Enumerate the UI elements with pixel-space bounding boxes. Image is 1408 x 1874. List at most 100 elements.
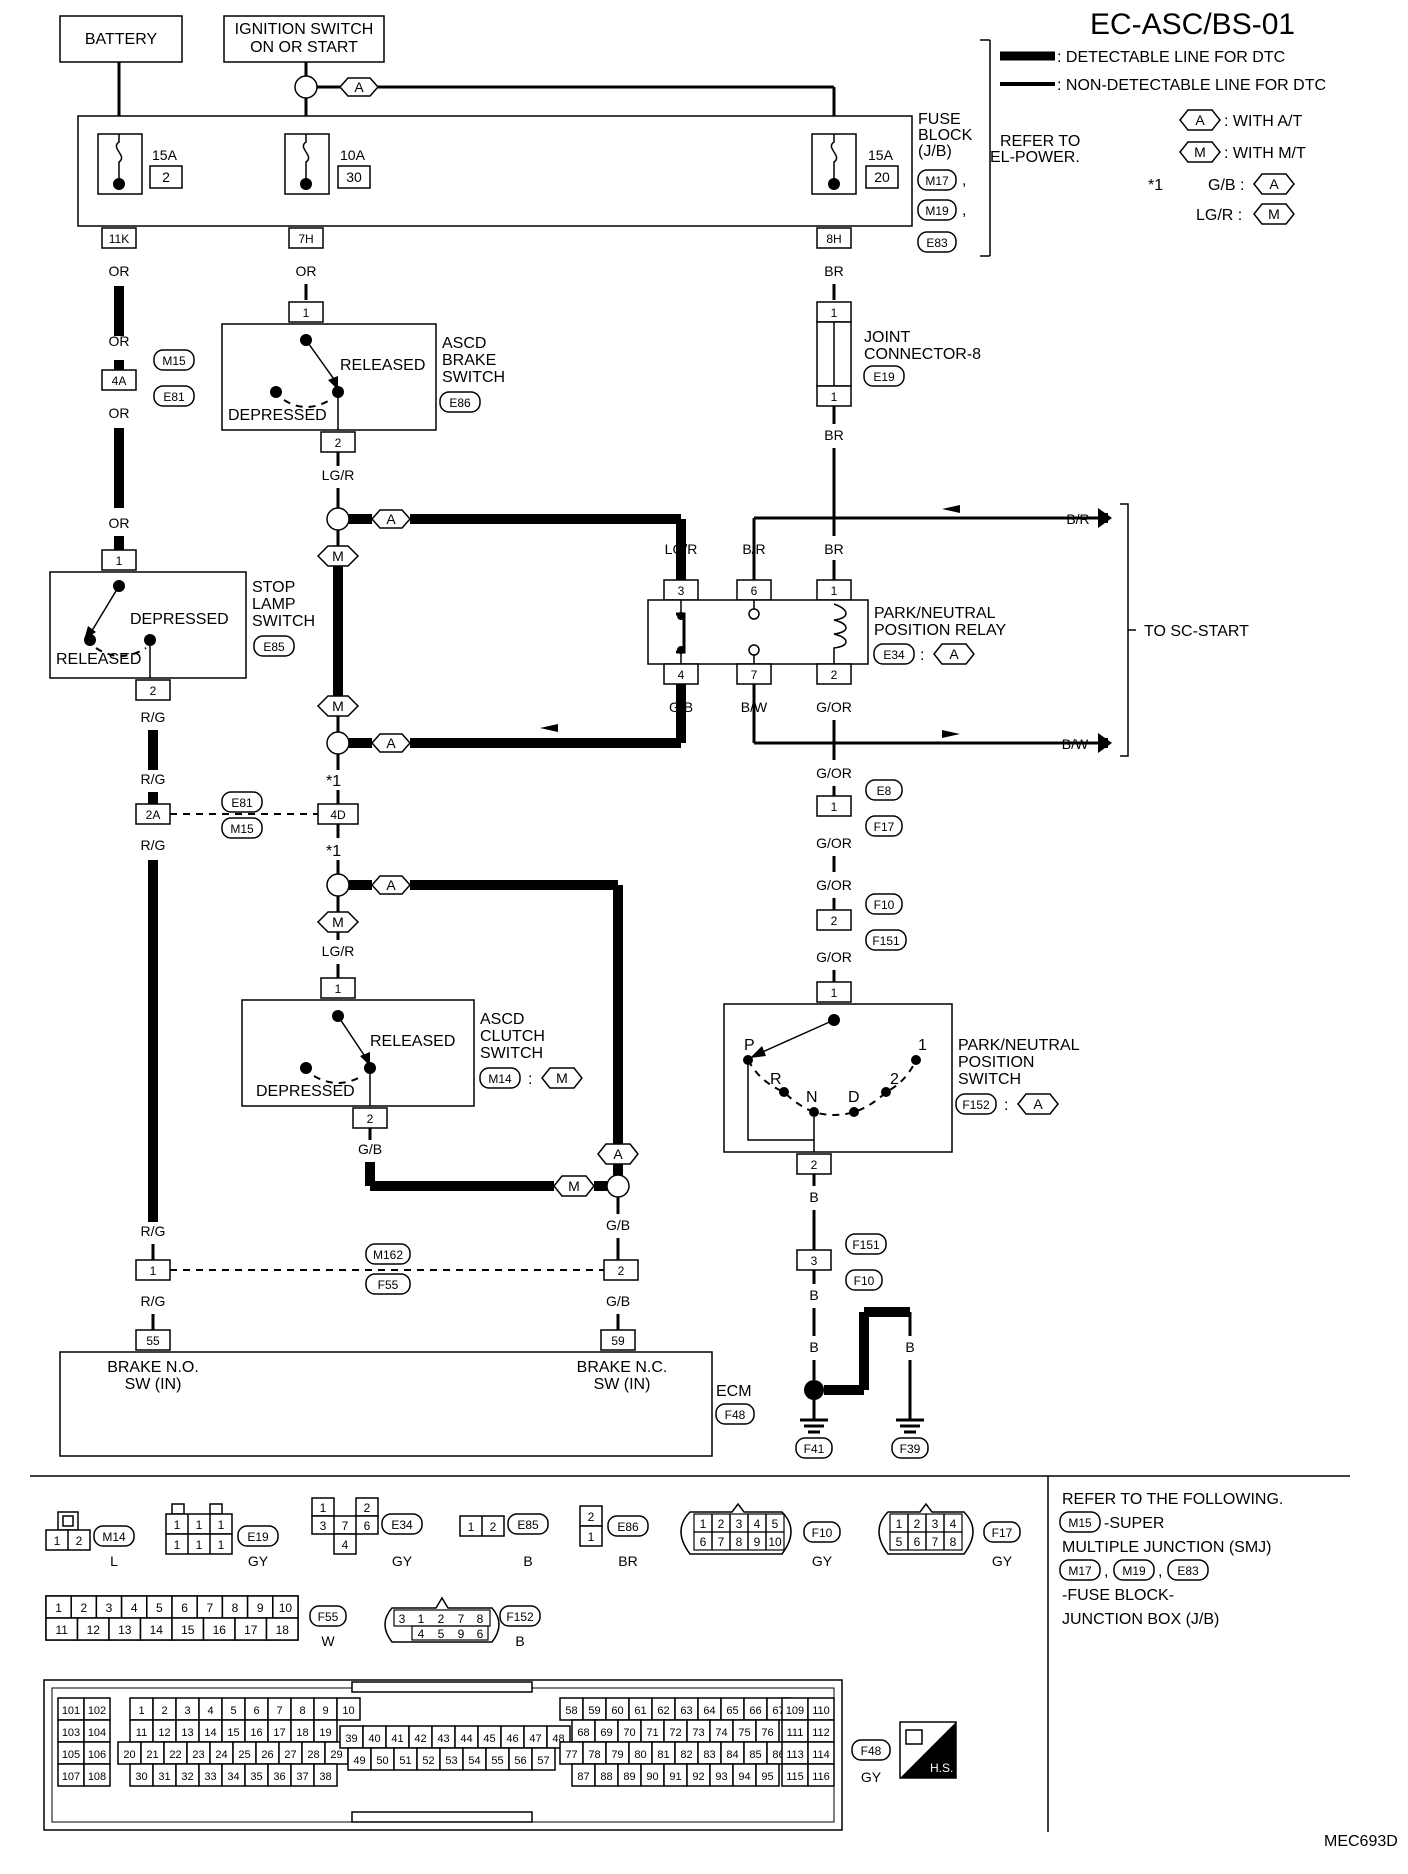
pin-number: 35	[250, 1771, 262, 1783]
pin-number: 18	[276, 1623, 290, 1637]
svg-text:E86: E86	[617, 1520, 639, 1534]
svg-text:A: A	[386, 877, 396, 893]
pin-number: 46	[506, 1733, 518, 1745]
pin-cell	[531, 1747, 556, 1771]
svg-text:1: 1	[831, 584, 838, 598]
svg-text:M19: M19	[925, 204, 949, 218]
svg-text:POSITION RELAY: POSITION RELAY	[874, 622, 1007, 639]
pin-number: 71	[646, 1727, 658, 1739]
svg-text:M: M	[332, 548, 344, 564]
pin-number: 22	[169, 1749, 181, 1761]
svg-text:1: 1	[831, 390, 838, 404]
svg-text:ASCD: ASCD	[480, 1011, 524, 1028]
svg-text::: :	[920, 647, 924, 664]
svg-text:M15: M15	[1068, 1516, 1092, 1530]
pin-number: 4	[207, 1705, 213, 1717]
svg-text:5: 5	[772, 1517, 779, 1531]
svg-text:1: 1	[218, 1518, 225, 1532]
svg-text:,: ,	[962, 172, 966, 189]
svg-text:F10: F10	[874, 898, 895, 912]
svg-text:ON OR START: ON OR START	[250, 39, 358, 56]
pin-number: 58	[565, 1705, 577, 1717]
pin-8h: 8H	[816, 227, 852, 249]
svg-text:F10: F10	[854, 1274, 875, 1288]
svg-text:M: M	[568, 1178, 580, 1194]
pin-number: 17	[244, 1623, 258, 1637]
svg-text:BR: BR	[824, 541, 843, 557]
svg-text:F152: F152	[506, 1610, 534, 1624]
pin-number: 12	[158, 1727, 170, 1739]
svg-text:JUNCTION BOX (J/B): JUNCTION BOX (J/B)	[1062, 1611, 1219, 1628]
svg-text:-FUSE BLOCK-: -FUSE BLOCK-	[1062, 1587, 1174, 1604]
svg-text:E81: E81	[163, 390, 185, 404]
pin-number: 109	[786, 1705, 804, 1717]
svg-text:1: 1	[700, 1517, 707, 1531]
svg-text:6: 6	[364, 1519, 371, 1533]
asc-brake-switch-label: ASCD BRAKE SWITCH E86	[439, 335, 505, 413]
pin-number: 92	[692, 1771, 704, 1783]
connector-view-f152: 3 1 2 7 8 4 5 9 6 F152 B	[384, 1596, 541, 1649]
svg-text:R/G: R/G	[141, 1223, 166, 1239]
pin-cell	[336, 1697, 361, 1721]
pin-number: 90	[646, 1771, 658, 1783]
svg-text:1: 1	[116, 554, 123, 568]
ground-f41: F41	[795, 1418, 833, 1459]
svg-text:GY: GY	[392, 1553, 413, 1569]
svg-text:R/G: R/G	[141, 771, 166, 787]
svg-text:6: 6	[477, 1627, 484, 1641]
svg-text:F151: F151	[872, 934, 900, 948]
svg-text:A: A	[613, 1146, 623, 1162]
svg-text:B/R: B/R	[1066, 511, 1089, 527]
pin-number: 13	[118, 1623, 132, 1637]
svg-text:B: B	[859, 1339, 868, 1355]
pin-number: 19	[319, 1727, 331, 1739]
svg-text:7: 7	[342, 1519, 349, 1533]
svg-text:M162: M162	[373, 1248, 403, 1262]
svg-text:2: 2	[364, 1501, 371, 1515]
pin-number: 11	[136, 1727, 147, 1739]
pin-number: 16	[250, 1727, 262, 1739]
pin-number: 72	[669, 1727, 681, 1739]
splice-gb-mid	[326, 731, 350, 755]
pin-number: 6	[253, 1705, 259, 1717]
svg-text:M15: M15	[162, 354, 186, 368]
connector-4a: 4A M15 E81	[101, 349, 195, 407]
svg-text:: WITH M/T: : WITH M/T	[1224, 145, 1306, 162]
svg-text:G/OR: G/OR	[816, 877, 852, 893]
connector-view-e86: 2 1 E86 BR	[579, 1505, 649, 1569]
connector-view-m14: 1 2 M14 L	[45, 1511, 135, 1569]
svg-text:BRAKE: BRAKE	[442, 352, 496, 369]
svg-text:P: P	[744, 1037, 755, 1054]
svg-text:F17: F17	[874, 820, 895, 834]
svg-text:GY: GY	[248, 1553, 269, 1569]
pin-number: 10	[279, 1601, 293, 1615]
pin-number: 62	[657, 1705, 669, 1717]
pin-number: 102	[88, 1705, 106, 1717]
pin-number: 5	[156, 1601, 163, 1615]
pin-number: 9	[322, 1705, 328, 1717]
svg-text:R/G: R/G	[141, 1293, 166, 1309]
pin-number: 11	[56, 1623, 69, 1637]
svg-text:3: 3	[320, 1519, 327, 1533]
pin-cell	[83, 1763, 111, 1787]
svg-text:M19: M19	[1122, 1564, 1146, 1578]
svg-text:BRAKE N.O.: BRAKE N.O.	[107, 1359, 199, 1376]
pn-switch-label: PARK/NEUTRAL POSITION SWITCH F152 : A	[955, 1037, 1080, 1115]
pin-number: 69	[600, 1727, 612, 1739]
svg-text:E81: E81	[231, 796, 253, 810]
refer-to-notes: REFER TO THE FOLLOWING. M15 -SUPER MULTI…	[1059, 1491, 1283, 1628]
svg-text:M: M	[556, 1070, 568, 1086]
svg-text:E19: E19	[247, 1530, 269, 1544]
svg-text::: :	[528, 1071, 532, 1088]
svg-text:M17: M17	[925, 174, 949, 188]
pin-number: 108	[88, 1771, 106, 1783]
svg-text:W: W	[321, 1633, 335, 1649]
pin-number: 52	[422, 1755, 434, 1767]
svg-text:M14: M14	[102, 1530, 126, 1544]
pin-number: 82	[680, 1749, 692, 1761]
svg-text:LG/R: LG/R	[665, 541, 698, 557]
pin-number: 23	[192, 1749, 204, 1761]
svg-text:10A: 10A	[340, 147, 366, 163]
pin-11k: 11K	[101, 227, 137, 249]
svg-text:6: 6	[700, 1535, 707, 1549]
